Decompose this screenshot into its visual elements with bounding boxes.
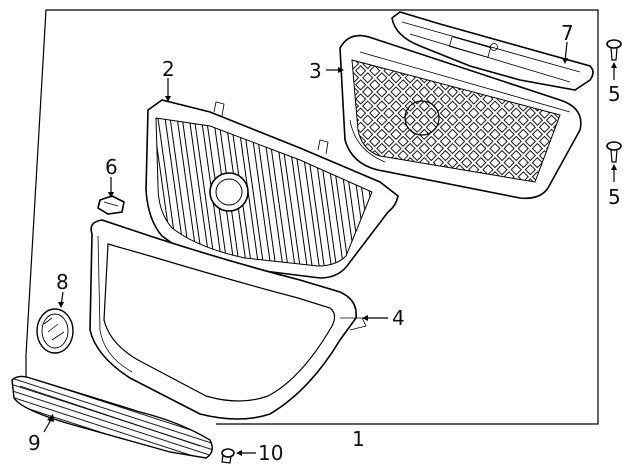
callout-9: 9 [28,431,41,455]
callout-5-lower: 5 [608,185,621,209]
callout-10: 10 [258,441,283,465]
callout-5-upper: 5 [608,82,621,106]
callout-3: 3 [309,59,322,83]
bolt [221,448,235,464]
callout-1: 1 [352,427,365,451]
leader-lines [43,41,617,456]
callout-6: 6 [105,155,118,179]
lower-grille [11,375,213,459]
callout-2: 2 [162,57,175,81]
emblem [36,308,74,354]
frame-boundary [25,9,599,425]
retainer-nut [97,195,125,215]
rear-grille-mesh [339,34,582,200]
upper-grille [145,99,399,279]
callout-4: 4 [392,306,405,330]
grille-upper-bracket [391,11,594,91]
callout-7: 7 [561,21,574,45]
grille-surround-frame [89,219,367,420]
push-pin-clip [606,39,622,163]
callout-8: 8 [56,270,69,294]
